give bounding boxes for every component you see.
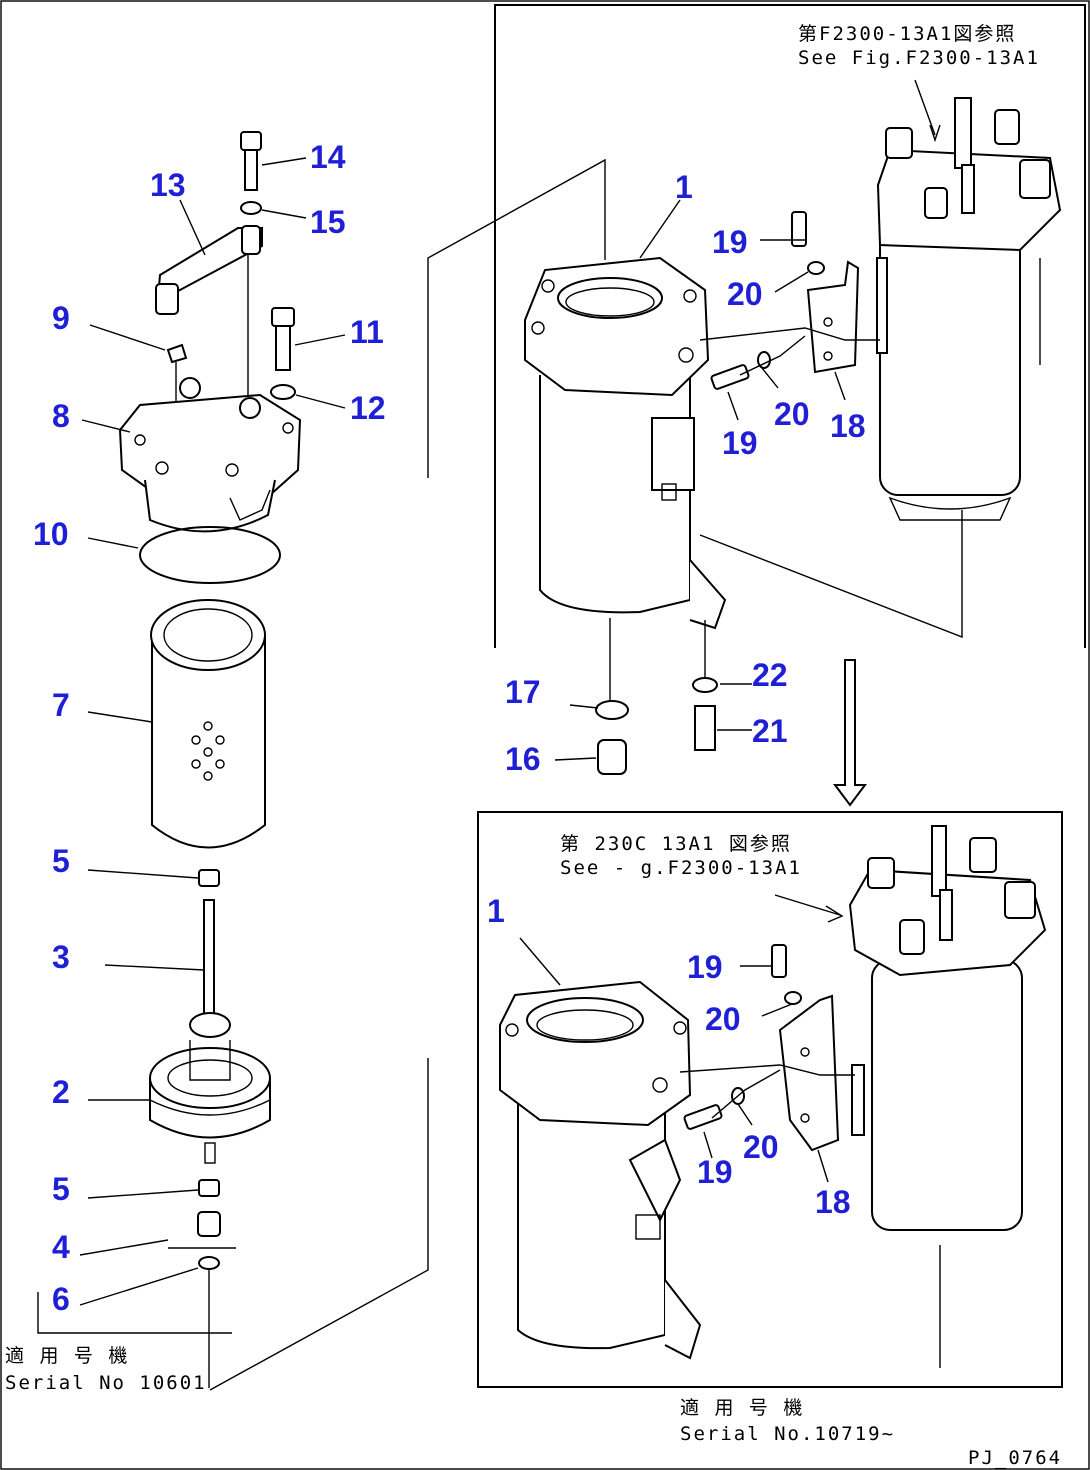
bottom-inset <box>477 811 1063 1388</box>
callout-16: 16 <box>505 741 541 777</box>
drain-parts <box>554 677 752 775</box>
bracket-foot-top <box>689 559 727 630</box>
callout-2: 2 <box>52 1074 70 1110</box>
callout-20-bot-a: 20 <box>705 1001 741 1037</box>
callout-20-bot-b: 20 <box>743 1129 779 1165</box>
filter-element-7 <box>151 635 266 849</box>
top-inset <box>494 4 1086 700</box>
nut-5-a <box>198 869 220 887</box>
left-column <box>37 131 346 1388</box>
washer-22 <box>692 677 718 693</box>
bolt-14 <box>240 131 262 151</box>
washer-6 <box>198 1256 220 1270</box>
bracket-18-top <box>806 260 860 374</box>
callout-12: 12 <box>350 390 386 426</box>
washer-15 <box>240 201 262 215</box>
callout-7: 7 <box>52 687 70 723</box>
top-inset-frame <box>494 4 1086 648</box>
bottom-serial-en: Serial No.10719~ <box>680 1423 895 1445</box>
top-ref-en: See Fig.F2300-13A1 <box>798 47 1040 69</box>
drawing-code: PJ_0764 <box>968 1447 1062 1469</box>
plug-16 <box>597 739 627 775</box>
washer-20-bot-a <box>784 991 802 1005</box>
callout-8: 8 <box>52 398 70 434</box>
housing-flange-bot <box>499 980 692 1127</box>
callout-19-bot-a: 19 <box>687 949 723 985</box>
callout-14: 14 <box>310 139 346 175</box>
bottom-inset-frame <box>477 811 1063 1388</box>
callout-18-bot: 18 <box>815 1184 851 1220</box>
nut-4 <box>197 1211 221 1237</box>
down-arrow <box>833 659 867 807</box>
callout-18-top: 18 <box>830 408 866 444</box>
bolt-19-bot-a <box>771 944 787 978</box>
filter-assembly-bot <box>871 959 1023 1231</box>
o-ring-17 <box>595 700 629 720</box>
plug-9 <box>166 343 188 364</box>
bolt-11 <box>271 307 295 327</box>
bottom-ref-jp: 第 230C 13A1 図参照 <box>560 833 792 855</box>
callout-20-top-a: 20 <box>727 276 763 312</box>
callout-15: 15 <box>310 204 346 240</box>
alignment-line-lower <box>209 1058 429 1391</box>
callout-19-top-a: 19 <box>712 224 748 260</box>
callout-6: 6 <box>52 1281 70 1317</box>
mount-block-top <box>651 417 695 491</box>
callout-9: 9 <box>52 300 70 336</box>
callout-17: 17 <box>505 674 541 710</box>
callout-1-top: 1 <box>675 169 693 205</box>
top-ref-jp: 第F2300-13A1図参照 <box>798 23 1016 45</box>
bolt-19-top-b <box>710 364 750 390</box>
callout-21: 21 <box>752 713 788 749</box>
left-serial-jp: 適 用 号 機 <box>5 1345 129 1367</box>
washer-20-top-a <box>807 261 825 275</box>
washer-12 <box>270 384 296 400</box>
rod-3 <box>203 899 215 1016</box>
callout-19-top-b: 19 <box>722 425 758 461</box>
callout-10: 10 <box>33 516 69 552</box>
bolt-19-bot-b <box>683 1104 723 1130</box>
bottom-ref-en: See - g.F2300-13A1 <box>560 857 802 879</box>
filter-head-8 <box>118 393 302 497</box>
bracket-18-bot <box>778 994 840 1152</box>
callout-3: 3 <box>52 939 70 975</box>
bolt-19-top-a <box>791 211 807 247</box>
nut-5-b <box>198 1179 220 1197</box>
callout-11: 11 <box>350 314 384 350</box>
callout-5-b: 5 <box>52 1171 70 1207</box>
alignment-line-upper <box>427 158 606 478</box>
housing-bore-top <box>557 277 663 319</box>
callout-13: 13 <box>150 167 186 203</box>
bolt-21 <box>694 705 716 751</box>
left-serial-en: Serial No 10601 <box>5 1372 207 1394</box>
housing-body-bot <box>517 1080 666 1350</box>
o-ring-10 <box>139 526 281 584</box>
callout-20-top-b: 20 <box>774 396 810 432</box>
callout-1-bot: 1 <box>487 893 505 929</box>
bottom-serial-jp: 適 用 号 機 <box>680 1397 804 1419</box>
callout-5-a: 5 <box>52 843 70 879</box>
callout-19-bot-b: 19 <box>697 1154 733 1190</box>
callout-4: 4 <box>52 1229 70 1265</box>
callout-22: 22 <box>752 657 788 693</box>
housing-flange-top <box>524 256 710 397</box>
